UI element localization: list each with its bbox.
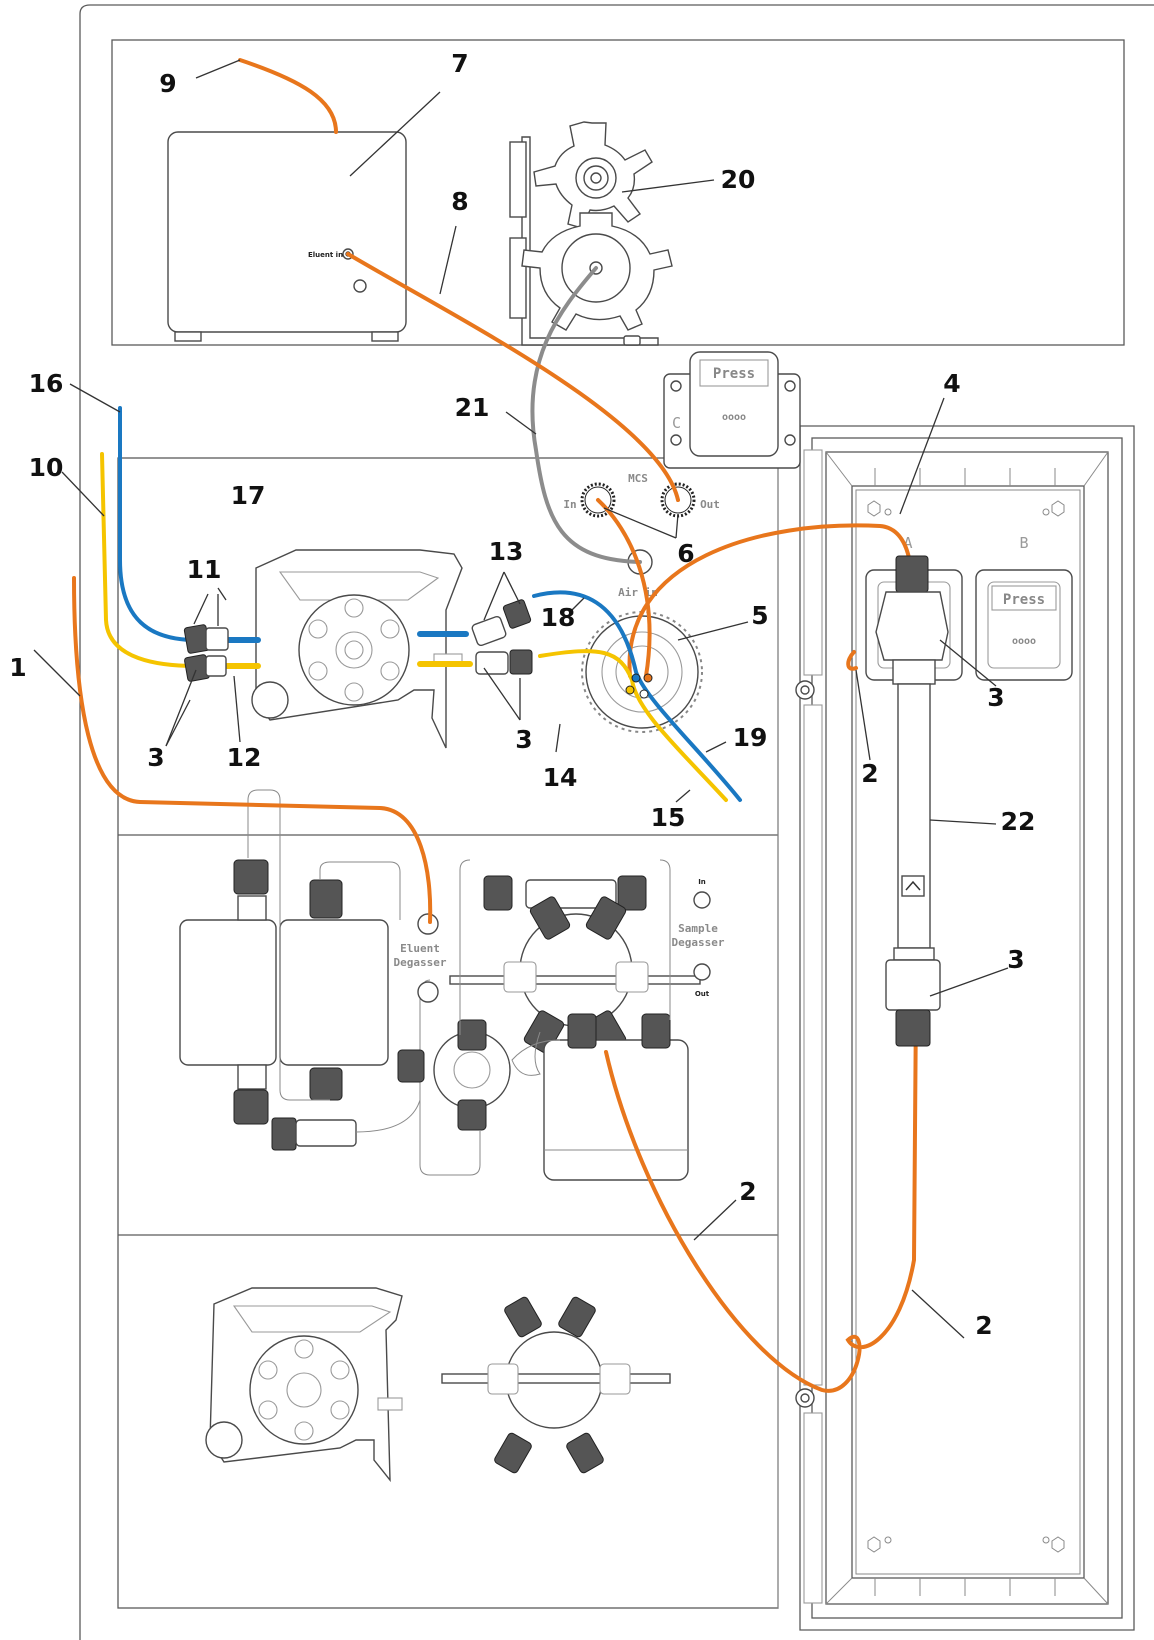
tube-1 bbox=[72, 576, 433, 924]
column-compartment bbox=[795, 425, 1135, 1631]
separation-column bbox=[875, 555, 949, 1047]
sample-degasser-label-2: Degasser bbox=[672, 936, 725, 949]
tube-10 bbox=[100, 452, 198, 668]
tube-9 bbox=[238, 58, 338, 134]
eluent-degasser-label-2: Degasser bbox=[394, 956, 447, 969]
callout-8: 8 bbox=[451, 187, 468, 216]
callout-7: 7 bbox=[451, 49, 468, 78]
callout-1: 1 bbox=[9, 653, 26, 682]
oooo-b: oooo bbox=[1012, 636, 1036, 647]
callout-4: 4 bbox=[943, 369, 960, 398]
callout-2-right: 2 bbox=[975, 1311, 992, 1340]
tube-14 bbox=[538, 649, 728, 802]
callout-19: 19 bbox=[733, 723, 768, 752]
oooo-c: oooo bbox=[722, 412, 746, 423]
tube-8 bbox=[346, 252, 680, 502]
degasser-module: Eluent Degasser In Sample Degasser Out bbox=[179, 789, 725, 1181]
wheel-lower bbox=[521, 212, 673, 346]
mcs-label: MCS bbox=[628, 472, 648, 485]
slot-c-label: C bbox=[672, 414, 681, 432]
callout-6: 6 bbox=[677, 539, 694, 568]
callout-21: 21 bbox=[455, 393, 490, 422]
tubing-wheel-holder bbox=[509, 121, 673, 346]
valve-module-c: Press oooo C bbox=[663, 351, 801, 469]
press-b-label: Press bbox=[1003, 592, 1045, 608]
injection-valve-lower bbox=[441, 1296, 671, 1474]
callout-20: 20 bbox=[721, 165, 756, 194]
callout-22: 22 bbox=[1001, 807, 1036, 836]
tubing bbox=[72, 58, 918, 1393]
callout-10: 10 bbox=[29, 453, 64, 482]
callout-3-mid: 3 bbox=[515, 725, 532, 754]
sample-port-unit bbox=[581, 611, 703, 733]
callout-numbers: 9 7 8 20 16 21 4 10 17 11 13 6 1 18 5 3 … bbox=[9, 49, 1035, 1340]
slot-a-label: A bbox=[903, 534, 912, 552]
callout-2-hook: 2 bbox=[861, 759, 878, 788]
callout-15: 15 bbox=[651, 803, 686, 832]
callout-3-column-bottom: 3 bbox=[1007, 945, 1024, 974]
eluent-reservoir-box: Eluent in bbox=[167, 131, 407, 342]
slot-b-label: B bbox=[1019, 534, 1028, 552]
column-holder-b: Press B oooo bbox=[975, 534, 1073, 681]
callout-5: 5 bbox=[751, 601, 768, 630]
sample-in-label: In bbox=[698, 878, 706, 886]
eluent-in-label: Eluent in bbox=[308, 251, 343, 259]
sample-out-label: Out bbox=[695, 990, 710, 998]
callout-16: 16 bbox=[29, 369, 64, 398]
callout-9: 9 bbox=[159, 69, 176, 98]
tube-16 bbox=[118, 406, 198, 642]
mcs-out-label: Out bbox=[700, 498, 720, 511]
wheel-upper bbox=[533, 121, 653, 229]
tube-6 bbox=[596, 498, 652, 678]
callout-13: 13 bbox=[489, 537, 524, 566]
callout-3-left: 3 bbox=[147, 743, 164, 772]
press-c-label: Press bbox=[713, 366, 755, 382]
fittings bbox=[183, 599, 653, 699]
callout-14: 14 bbox=[543, 763, 578, 792]
eluent-degasser-label-1: Eluent bbox=[400, 942, 440, 955]
callout-2-mid: 2 bbox=[739, 1177, 756, 1206]
peristaltic-pump-upper bbox=[251, 549, 463, 749]
callout-leaders bbox=[33, 59, 1009, 1339]
tube-18 bbox=[532, 590, 742, 802]
peristaltic-pump-lower bbox=[205, 1287, 403, 1483]
mcs-in-label: In bbox=[563, 498, 576, 511]
tube-2 bbox=[604, 998, 918, 1393]
callout-11: 11 bbox=[187, 555, 222, 584]
callout-12: 12 bbox=[227, 743, 262, 772]
tube-4 bbox=[627, 523, 914, 678]
callout-17: 17 bbox=[231, 481, 266, 510]
callout-18: 18 bbox=[541, 603, 576, 632]
sample-degasser-label-1: Sample bbox=[678, 922, 718, 935]
tube-2-hook bbox=[846, 650, 858, 671]
callout-3-column-top: 3 bbox=[987, 683, 1004, 712]
tube-21 bbox=[530, 266, 642, 564]
